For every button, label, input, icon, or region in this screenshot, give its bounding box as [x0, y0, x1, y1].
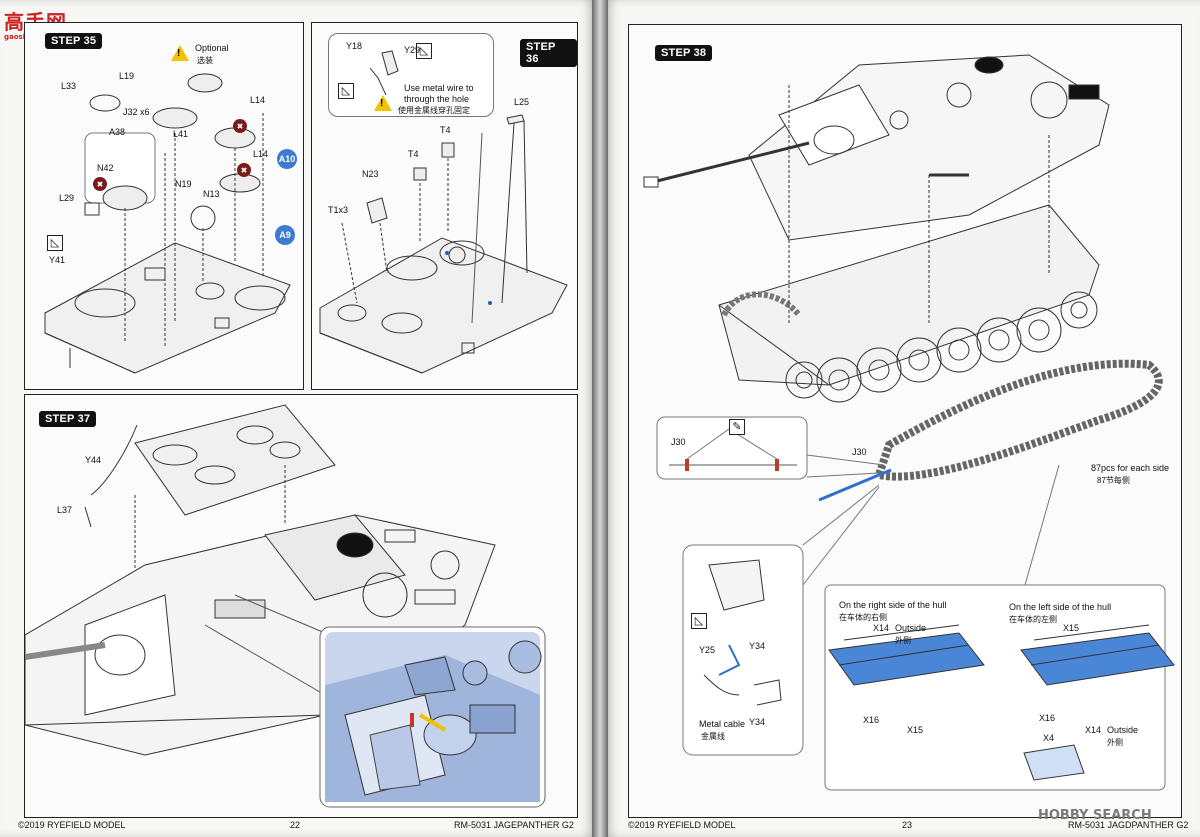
part-label: X4 [1043, 733, 1055, 743]
step36-title: STEP 36 [520, 39, 577, 67]
track-count-label-zh: 87节每侧 [1097, 476, 1130, 485]
left-side-title: On the left side of the hull [1009, 602, 1112, 612]
road-wheels [785, 291, 1098, 403]
part-label: X16 [1039, 713, 1056, 723]
step37-zoom-inset [319, 626, 546, 808]
part-label: Y44 [85, 455, 102, 465]
metal-wire-note-zh: 使用金属线穿孔固定 [398, 106, 470, 115]
pliers-icon: ◺ [691, 613, 707, 629]
optional-label-zh: 选装 [197, 56, 213, 65]
step38-drawing [643, 54, 1175, 791]
part-label: N42 [97, 163, 114, 173]
book-spine [592, 0, 608, 837]
part-label: Y18 [346, 41, 363, 51]
part-label: N23 [362, 169, 379, 179]
part-label: T4 [408, 149, 419, 159]
step35-drawing [44, 73, 291, 374]
step37-drawing [25, 404, 546, 808]
part-label: T4 [440, 125, 451, 135]
track-count-label: 87pcs for each side [1091, 463, 1170, 473]
step35-panel: STEP 35 Optional [24, 22, 304, 390]
outside-label-zh: 外侧 [895, 636, 911, 645]
part-label: X16 [863, 715, 880, 725]
outside-label-zh: 外侧 [1107, 738, 1123, 747]
part-label: Y34 [749, 717, 766, 727]
part-label: X14 [873, 623, 890, 633]
glue-icon: ✖ [93, 177, 107, 191]
left-page-number: 22 [290, 820, 301, 830]
part-label: Y25 [699, 645, 716, 655]
part-label: X15 [1063, 623, 1080, 633]
part-label: L19 [119, 71, 135, 81]
metal-wire-note-box [328, 33, 494, 117]
outside-label: Outside [1107, 725, 1139, 735]
step36-drawing [319, 50, 568, 374]
metal-wire-warning-icon [374, 95, 392, 111]
metal-wire-note-line2: through the hole [404, 94, 470, 104]
step37-title: STEP 37 [39, 411, 97, 427]
left-footer-model: RM-5031 JAGEPANTHER G2 [454, 820, 574, 830]
step36-panel: STEP 36 ◺ ◺ Y18 Y29 Use metal wire to th… [311, 22, 578, 390]
metal-cable-label-zh: 金属线 [701, 732, 725, 741]
part-label: L14 [253, 149, 269, 159]
pliers-icon: ◺ [338, 83, 354, 99]
left-footer-copyright: ©2019 RYEFIELD MODEL [18, 820, 126, 830]
right-footer-model: RM-5031 JAGDPANTHER G2 [1068, 820, 1189, 830]
outside-label: Outside [895, 623, 927, 633]
part-label: L33 [61, 81, 77, 91]
left-side-title-zh: 在车体的左侧 [1009, 615, 1057, 624]
optional-label: Optional [195, 43, 229, 53]
part-label: N19 [175, 179, 192, 189]
part-label: Y34 [749, 641, 766, 651]
step37-panel: STEP 37 Y44 L37 [24, 394, 578, 818]
glue-icon: ✖ [233, 119, 247, 133]
part-reference-badge: A10 [277, 149, 297, 169]
right-footer-copyright: ©2019 RYEFIELD MODEL [628, 820, 736, 830]
right-side-title: On the right side of the hull [839, 600, 947, 610]
part-label: L41 [173, 129, 189, 139]
part-label: Y41 [49, 255, 66, 265]
pen-icon: ✎ [729, 419, 745, 435]
part-label: T1x3 [328, 205, 349, 215]
part-label: X15 [907, 725, 924, 735]
part-reference-badge: A9 [275, 225, 295, 245]
part-label: X14 [1085, 725, 1102, 735]
part-label: L37 [57, 505, 73, 515]
glue-icon: ✖ [237, 163, 251, 177]
part-label: L14 [250, 95, 266, 105]
part-label: L25 [514, 97, 530, 107]
part-label: Y29 [404, 45, 421, 55]
j30-inset-label: J30 [671, 437, 686, 447]
part-label: N13 [203, 189, 220, 199]
step35-title: STEP 35 [45, 33, 103, 49]
j30-label: J30 [852, 447, 867, 457]
step38-panel: STEP 38 [628, 24, 1182, 818]
part-label: A38 [109, 127, 126, 137]
part-label: J32 x6 [123, 107, 150, 117]
pliers-icon: ◺ [416, 43, 432, 59]
right-side-title-zh: 在车体的右侧 [839, 613, 887, 622]
part-label: L29 [59, 193, 75, 203]
pliers-icon: ◺ [47, 235, 63, 251]
step38-title: STEP 38 [655, 45, 713, 61]
metal-cable-label: Metal cable [699, 719, 746, 729]
hobbysearch-watermark: HOBBY SEARCH [1038, 808, 1152, 823]
right-page-number: 23 [902, 820, 913, 830]
optional-warning-icon [171, 45, 189, 61]
metal-wire-note-line1: Use metal wire to [404, 83, 474, 93]
